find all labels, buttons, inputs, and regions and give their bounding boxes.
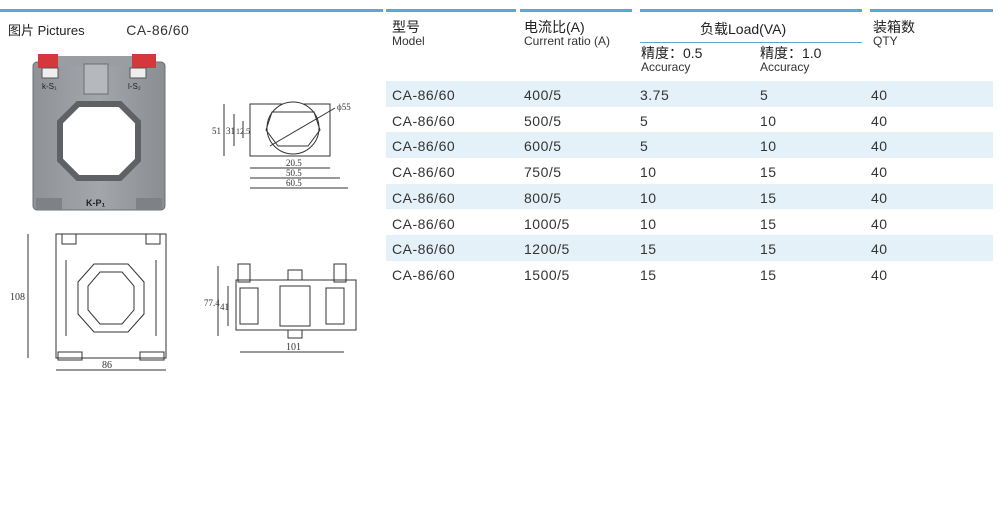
header-acc05-cn: 精度：0.5 bbox=[641, 45, 703, 61]
cell-ratio: 400/5 bbox=[524, 87, 562, 103]
dim-60-5: 60.5 bbox=[286, 178, 302, 188]
pictures-header-rule bbox=[0, 9, 383, 12]
ratio-header-rule bbox=[520, 9, 632, 12]
terminal-right-label: l-S₂ bbox=[128, 82, 141, 91]
dim-31: 31 bbox=[226, 126, 235, 136]
cell-model: CA-86/60 bbox=[392, 112, 456, 129]
cell-model: CA-86/60 bbox=[392, 164, 456, 181]
cell-model: CA-86/60 bbox=[392, 241, 456, 258]
cell-ratio: 1200/5 bbox=[524, 241, 570, 258]
cell-ratio: 800/5 bbox=[524, 189, 562, 206]
cell-ratio: 1000/5 bbox=[524, 215, 570, 232]
header-acc10-cn: 精度：1.0 bbox=[760, 45, 822, 61]
cell-acc10: 15 bbox=[760, 241, 777, 258]
header-load: 负载Load(VA) bbox=[700, 22, 786, 36]
qty-header-rule bbox=[870, 9, 993, 12]
cell-qty: 40 bbox=[871, 138, 888, 155]
cell-acc05: 5 bbox=[640, 138, 649, 155]
table-row: CA-86/60 600/5 5 10 40 bbox=[386, 132, 993, 159]
header-ratio: 电流比(A) Current ratio (A) bbox=[524, 20, 610, 48]
cell-ratio: 1500/5 bbox=[524, 266, 570, 283]
cell-acc10: 15 bbox=[760, 266, 777, 283]
table-row: CA-86/60 1000/5 10 15 40 bbox=[386, 210, 993, 236]
header-acc10: 精度：1.0 Accuracy bbox=[760, 46, 821, 74]
cell-qty: 40 bbox=[871, 189, 888, 206]
table-row: CA-86/60 1200/5 15 15 40 bbox=[386, 235, 993, 261]
bottom-mark-label: K-P₁ bbox=[86, 198, 105, 208]
load-subheader-rule bbox=[640, 42, 862, 43]
dim-50-5: 50.5 bbox=[286, 168, 302, 178]
cell-acc10: 15 bbox=[760, 164, 777, 181]
cell-model: CA-86/60 bbox=[392, 189, 456, 206]
cell-acc10: 5 bbox=[760, 87, 769, 103]
dim-51: 51 bbox=[212, 126, 221, 136]
header-model-en: Model bbox=[392, 34, 425, 48]
product-photo: k-S₁ l-S₂ K-P₁ bbox=[32, 54, 166, 211]
table-row: CA-86/60 800/5 10 15 40 bbox=[386, 183, 993, 210]
header-acc10-en: Accuracy bbox=[760, 60, 810, 74]
cell-acc05: 5 bbox=[640, 112, 649, 129]
cell-acc05: 15 bbox=[640, 266, 657, 283]
dim-phi: ϕ55 bbox=[337, 102, 351, 112]
dim-12-5: 12.5 bbox=[236, 127, 250, 136]
cell-model: CA-86/60 bbox=[392, 215, 456, 232]
pictures-model: CA-86/60 bbox=[126, 22, 190, 38]
top-view-drawing: ϕ55 51 31 12.5 20.5 50.5 60.5 bbox=[212, 101, 351, 189]
cell-acc05: 10 bbox=[640, 164, 657, 181]
cell-qty: 40 bbox=[871, 87, 888, 103]
cell-acc10: 15 bbox=[760, 215, 777, 232]
side-dim-width: 101 bbox=[286, 342, 301, 353]
cell-acc05: 10 bbox=[640, 189, 657, 206]
header-load-label: 负载Load(VA) bbox=[700, 21, 787, 37]
side-dim-77-4: 77.4 bbox=[204, 298, 220, 308]
cell-ratio: 600/5 bbox=[524, 138, 562, 155]
cell-model: CA-86/60 bbox=[392, 138, 456, 155]
cell-qty: 40 bbox=[871, 112, 888, 129]
header-qty-cn: 装箱数 bbox=[873, 19, 915, 35]
front-dim-width: 86 bbox=[102, 360, 112, 371]
cell-qty: 40 bbox=[871, 266, 888, 283]
cell-ratio: 500/5 bbox=[524, 112, 562, 129]
cell-acc05: 15 bbox=[640, 241, 657, 258]
header-ratio-en: Current ratio (A) bbox=[524, 34, 611, 48]
terminal-left-label: k-S₁ bbox=[42, 82, 57, 91]
cell-acc05: 3.75 bbox=[640, 87, 670, 103]
cell-model: CA-86/60 bbox=[392, 266, 456, 283]
cell-qty: 40 bbox=[871, 215, 888, 232]
table-row: CA-86/60 400/5 3.75 5 40 bbox=[386, 81, 993, 107]
table-row: CA-86/60 1500/5 15 15 40 bbox=[386, 261, 993, 287]
header-acc05-en: Accuracy bbox=[641, 60, 691, 74]
model-header-rule bbox=[386, 9, 516, 12]
cell-qty: 40 bbox=[871, 241, 888, 258]
cell-ratio: 750/5 bbox=[524, 164, 562, 181]
table-row: CA-86/60 500/5 5 10 40 bbox=[386, 107, 993, 133]
front-dim-height: 108 bbox=[10, 292, 25, 303]
load-header-rule bbox=[640, 9, 862, 12]
table-row: CA-86/60 750/5 10 15 40 bbox=[386, 158, 993, 184]
header-model: 型号 Model bbox=[392, 20, 425, 48]
dim-20-5: 20.5 bbox=[286, 158, 302, 168]
header-acc05: 精度：0.5 Accuracy bbox=[641, 46, 702, 74]
side-view-drawing: 77.4 41 101 bbox=[204, 263, 357, 353]
header-qty-en: QTY bbox=[873, 34, 898, 48]
header-qty: 装箱数 QTY bbox=[873, 20, 915, 48]
header-model-cn: 型号 bbox=[392, 19, 420, 35]
pictures-title: 图片 Pictures CA-86/60 bbox=[8, 20, 189, 39]
pictures-label: 图片 Pictures bbox=[8, 23, 85, 38]
cell-acc05: 10 bbox=[640, 215, 657, 232]
cell-acc10: 10 bbox=[760, 138, 777, 155]
side-dim-41: 41 bbox=[220, 302, 229, 312]
header-ratio-cn: 电流比(A) bbox=[524, 19, 585, 35]
cell-acc10: 10 bbox=[760, 112, 777, 129]
front-view-drawing: 108 86 bbox=[10, 233, 167, 371]
cell-acc10: 15 bbox=[760, 189, 777, 206]
cell-model: CA-86/60 bbox=[392, 87, 456, 103]
cell-qty: 40 bbox=[871, 164, 888, 181]
